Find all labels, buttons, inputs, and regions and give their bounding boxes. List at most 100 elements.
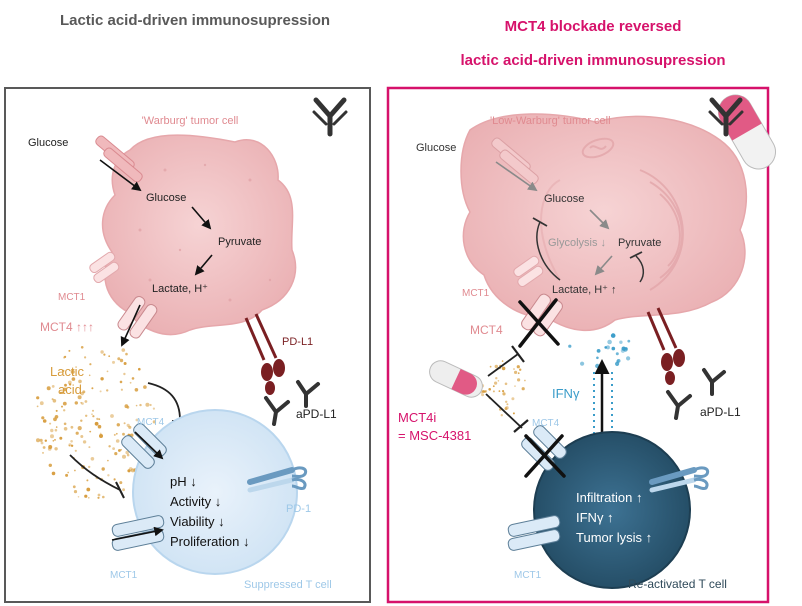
lactic-acid-particle <box>86 487 91 492</box>
inhibition-arc-lower-left <box>69 454 121 491</box>
lactic-acid-particle <box>99 432 102 435</box>
lactic-acid-particle <box>44 439 47 442</box>
lactic-acid-particle <box>123 422 126 425</box>
lactic-acid-particle <box>80 419 83 422</box>
lactic-acid-particle <box>122 454 126 459</box>
lactic-acid-particle <box>143 385 147 389</box>
ifng-particle <box>615 352 619 356</box>
lactic-acid-particle <box>52 399 57 403</box>
lactic-acid-particle <box>91 413 93 416</box>
lactic-acid-particle <box>46 386 51 391</box>
lactic-acid-particle <box>102 495 105 499</box>
lactic-acid-particle <box>86 479 89 482</box>
warburg-tumor-label: 'Warburg' tumor cell <box>142 115 239 127</box>
lactic-acid-particle <box>513 368 515 370</box>
lactic-acid-particle <box>55 409 58 412</box>
ifng-particle <box>596 349 601 353</box>
lactic-acid-particle <box>108 445 111 448</box>
lactic-acid-particle <box>61 405 63 408</box>
mct1-tcell-label-left: MCT1 <box>110 570 138 581</box>
lactic-acid-particle <box>36 405 39 408</box>
lactic-acid-particle <box>68 349 71 352</box>
pdl1-receptor-right <box>646 307 685 385</box>
lactic-acid-particle <box>52 440 55 442</box>
reactivated-t-cell-label: Re-activated T cell <box>628 577 727 591</box>
lactic-acid-particle <box>115 439 120 443</box>
lactic-acid-particle <box>54 439 56 441</box>
lactic-acid-label-line2: acid <box>58 382 82 397</box>
ifng-particle <box>611 346 616 351</box>
lactic-acid-particle <box>492 390 495 393</box>
lactic-acid-particle <box>519 368 522 371</box>
lactic-acid-particle <box>116 423 121 427</box>
lactic-acid-particle <box>54 428 58 432</box>
lactic-acid-particle <box>90 457 95 461</box>
lactic-acid-particle <box>119 481 123 485</box>
lactic-acid-particle <box>62 369 65 372</box>
lactic-acid-particle <box>80 435 84 438</box>
lactic-acid-particle <box>514 370 518 374</box>
pd1-receptor-right <box>649 466 710 493</box>
lactic-acid-particle <box>517 378 521 382</box>
lactic-acid-particle <box>516 365 520 369</box>
lactic-acid-particle <box>484 390 488 393</box>
pdl1-label-left: PD-L1 <box>282 336 313 348</box>
lactic-acid-particle <box>74 449 77 452</box>
mct4-tcell-transporter-left <box>121 423 167 469</box>
lactic-acid-particle <box>88 446 91 449</box>
mct1-tumor-transporter-left <box>89 251 120 284</box>
lactic-acid-particle <box>42 446 46 449</box>
suppressed-t-cell <box>132 409 298 575</box>
mct1-tumor-transporter-right <box>513 255 544 288</box>
lactic-acid-particle <box>94 421 99 426</box>
ifng-label: IFNγ <box>552 386 580 401</box>
lactic-acid-particle <box>145 402 150 407</box>
lactic-acid-particle <box>134 388 139 392</box>
lactic-acid-particle <box>124 404 129 409</box>
lactic-acid-particle <box>123 362 127 365</box>
warburg-tumor-cell <box>101 134 297 336</box>
lactic-acid-particle <box>54 415 59 419</box>
lactic-acid-particle <box>488 388 492 391</box>
lactic-acid-particle <box>119 380 123 384</box>
mct1-import-arrow-left <box>111 526 164 541</box>
lactic-acid-particle <box>501 366 506 371</box>
lactic-acid-particle <box>70 425 74 429</box>
lactic-acid-particle <box>505 406 509 410</box>
lactic-acid-particle <box>39 401 44 406</box>
lactic-acid-particle <box>506 403 509 406</box>
lactic-acid-particle <box>91 387 94 390</box>
lactic-acid-particle <box>492 385 495 388</box>
lactic-acid-particle <box>51 471 56 476</box>
mct1-tumor-label-right: MCT1 <box>462 288 490 299</box>
lactic-acid-particle <box>63 427 68 431</box>
glut-transporter-left <box>95 135 143 183</box>
lactic-acid-particle <box>39 438 43 442</box>
lactic-acid-particle <box>125 450 129 455</box>
lactic-acid-particle <box>49 422 52 425</box>
lactic-acid-particle <box>126 453 130 457</box>
lactic-acid-particle <box>41 416 45 420</box>
lactic-acid-particle <box>495 377 498 380</box>
lactic-acid-particle <box>114 452 118 456</box>
lactic-acid-particle <box>497 380 500 382</box>
lactic-acid-particle <box>96 417 99 421</box>
lactic-acid-particle <box>71 377 76 381</box>
lactic-acid-particle <box>74 401 79 405</box>
lactic-acid-particle <box>489 365 492 368</box>
tcell-effect-proliferation: Proliferation ↓ <box>170 534 249 549</box>
lactic-acid-particle <box>505 400 508 403</box>
pyruvate-to-lactate-arrow-right <box>594 255 613 276</box>
ifng-particle <box>619 340 623 344</box>
lactic-acid-particle <box>122 488 125 492</box>
lactic-acid-particle <box>77 496 80 498</box>
mct4-tcell-label-left: MCT4 <box>137 417 165 428</box>
lactic-acid-particle <box>120 388 123 391</box>
pyruvate-label: Pyruvate <box>218 236 261 248</box>
organelles-decor <box>540 137 684 291</box>
antibody-icon-right-1 <box>702 368 726 396</box>
tcell-effect-ph: pH ↓ <box>170 474 197 489</box>
lactic-acid-particle <box>500 414 503 417</box>
lactic-acid-particle <box>74 469 76 472</box>
antibody-icon-right-2 <box>666 390 692 420</box>
